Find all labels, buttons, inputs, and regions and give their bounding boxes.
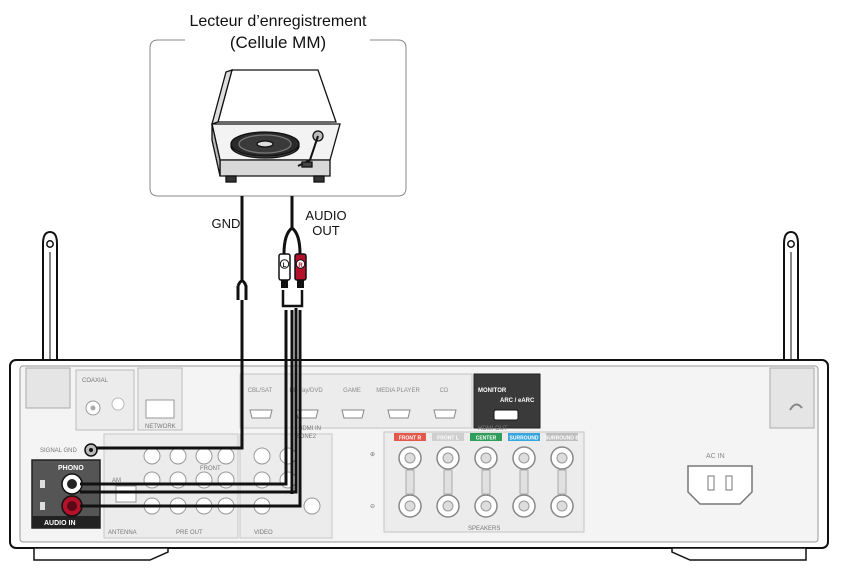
speaker-terminal-core [404,452,416,464]
hdmi-input-label: CBL/SAT [248,388,273,394]
arc-label: ARC / eARC [500,398,535,404]
hdmi-out-label: HDMI OUT [478,426,508,432]
speaker-terminal-link [481,469,491,495]
speaker-channel-tab [546,433,578,441]
hdmi-port [249,409,273,419]
network-label: NETWORK [145,424,176,430]
speaker-channel-label: CENTER [476,436,497,442]
speaker-channel-tab [470,433,502,441]
rca-plug-left: L [278,253,291,288]
hdmi-port [433,409,457,419]
hdmi-in-label: HDMI IN [298,426,321,432]
speaker-channel-tab [508,433,540,441]
speaker-channel-label: FRONT L [437,436,459,442]
turntable-panel: Lecteur d’enregistrement (Cellule MM) [149,13,407,197]
hdmi-input-label: Blu-ray/DVD [289,388,323,394]
ac-in-label: AC IN [706,453,725,460]
monitor-label: MONITOR [478,388,507,394]
plug-left-label: L [283,263,287,269]
audio-out-label-line2: OUT [312,223,340,238]
speaker-terminal-core [442,452,454,464]
speaker-channel-label: FRONT R [399,436,422,442]
front-label: FRONT [200,466,221,472]
speaker-terminal-core [518,500,530,512]
audio-in-label: AUDIO IN [44,520,76,527]
speaker-channel-label: SURROUND [510,436,539,442]
am-label: AM [112,478,121,484]
audio-out-label-line1: AUDIO [305,208,346,223]
speaker-terminal-core [404,500,416,512]
hdmi-inputs: CBL/SAT Blu-ray/DVD GAME MEDIA PLAYER CD [248,388,457,419]
speaker-terminal-core [480,500,492,512]
speaker-channel-label: SURROUND B [545,436,579,442]
minus-sign: ⊖ [370,504,375,510]
speaker-channel-tab [432,433,464,441]
antenna-label: ANTENNA [108,530,137,536]
speaker-terminal-link [405,469,415,495]
hdmi-port [387,409,411,419]
zone2-label: ZONE2 [296,434,317,440]
phono-label: PHONO [58,465,84,472]
speaker-channel-tab [394,433,426,441]
audio-cable [282,196,302,255]
antenna-right [783,230,799,360]
hdmi-input-label: CD [440,388,449,394]
speakers-label: SPEAKERS [468,526,500,532]
speaker-terminal-core [480,452,492,464]
turntable-title-line1: Lecteur d’enregistrement [190,13,368,30]
speaker-terminal-link [443,469,453,495]
hdmi-input-label: GAME [343,388,361,394]
audio-cable-route [80,308,302,508]
hdmi-port [341,409,365,419]
pre-out-label: PRE OUT [176,530,203,536]
ac-in-socket [687,465,753,505]
speaker-terminal-core [556,500,568,512]
speaker-terminal-core [442,500,454,512]
speaker-terminals: FRONT R FRONT L CENTER SURROUND SURROUND B [394,433,579,518]
turntable-icon [211,69,341,183]
gnd-label: GND [212,216,241,231]
turntable-title-line2: (Cellule MM) [230,33,326,52]
video-label: VIDEO [254,530,273,536]
coaxial-label: COAXIAL [82,378,109,384]
antenna-left [42,230,58,360]
speaker-terminal-link [519,469,529,495]
gnd-cable [96,196,248,450]
plug-right-label: R [298,263,303,269]
speaker-terminal-core [556,452,568,464]
signal-gnd-label: SIGNAL GND [40,448,77,454]
receiver-rear-panel: COAXIAL NETWORK CBL/SAT Blu-ray/DVD GAME ME… [9,359,829,561]
hdmi-input-label: MEDIA PLAYER [376,388,420,394]
plus-sign: ⊕ [370,452,375,458]
speaker-terminal-link [557,469,567,495]
plug-bracket [281,290,304,308]
speaker-terminal-core [518,452,530,464]
rca-plug-right: R [294,253,307,288]
